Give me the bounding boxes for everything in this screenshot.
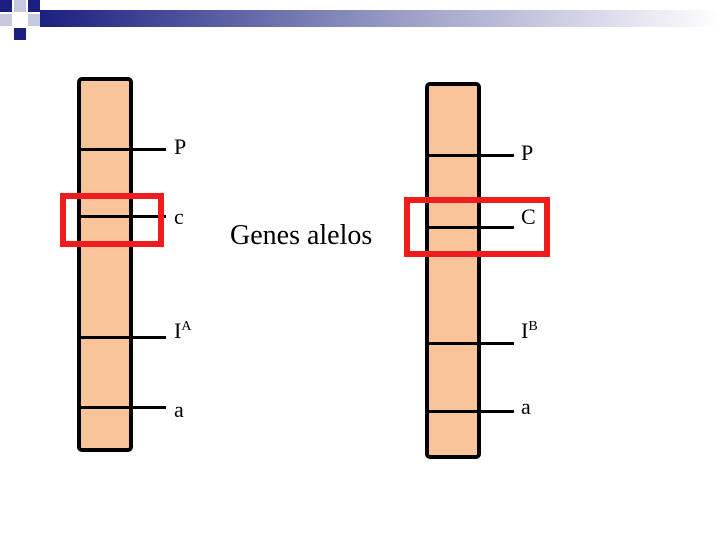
left-locus-line-1 [80, 148, 166, 151]
right-allele-label-2: C [521, 206, 536, 228]
right-allele-base-2: C [521, 204, 536, 229]
left-allele-label-4: a [174, 399, 184, 421]
right-allele-base-1: P [521, 140, 534, 165]
left-allele-label-3: IA [174, 320, 191, 342]
right-locus-line-4 [428, 410, 514, 413]
header-square-dark-3 [14, 28, 26, 40]
right-allele-label-1: P [521, 142, 533, 164]
right-locus-line-3 [428, 342, 514, 345]
left-locus-line-4 [80, 406, 166, 409]
left-locus-line-3 [80, 336, 166, 339]
header-gradient-bar [0, 0, 720, 40]
right-allele-label-3: IB [521, 320, 538, 342]
right-locus-line-2 [428, 226, 514, 229]
genes-alelos-label: Genes alelos [230, 220, 373, 251]
left-locus-line-2 [80, 215, 166, 218]
left-chromosome [77, 77, 133, 452]
right-highlight-box [404, 197, 550, 257]
header-square-light-3 [28, 14, 40, 26]
right-allele-label-4: a [521, 396, 531, 418]
left-allele-sup-3: A [181, 319, 192, 334]
header-square-dark-2 [28, 0, 40, 12]
right-allele-base-4: a [521, 394, 531, 419]
right-chromosome [425, 82, 481, 459]
left-allele-base-2: c [174, 204, 184, 229]
header-square-light-2 [0, 14, 12, 26]
left-allele-base-3: I [174, 318, 182, 343]
header-square-light-1 [14, 0, 26, 12]
right-allele-sup-3: B [528, 319, 538, 334]
right-locus-line-1 [428, 154, 514, 157]
header-gradient-strip [40, 10, 720, 27]
right-allele-base-3: I [521, 318, 529, 343]
left-allele-label-2: c [174, 206, 184, 228]
header-square-dark-1 [0, 0, 12, 12]
left-allele-label-1: P [174, 136, 186, 158]
left-allele-base-1: P [174, 134, 187, 159]
left-highlight-box [60, 193, 164, 247]
left-allele-base-4: a [174, 397, 184, 422]
